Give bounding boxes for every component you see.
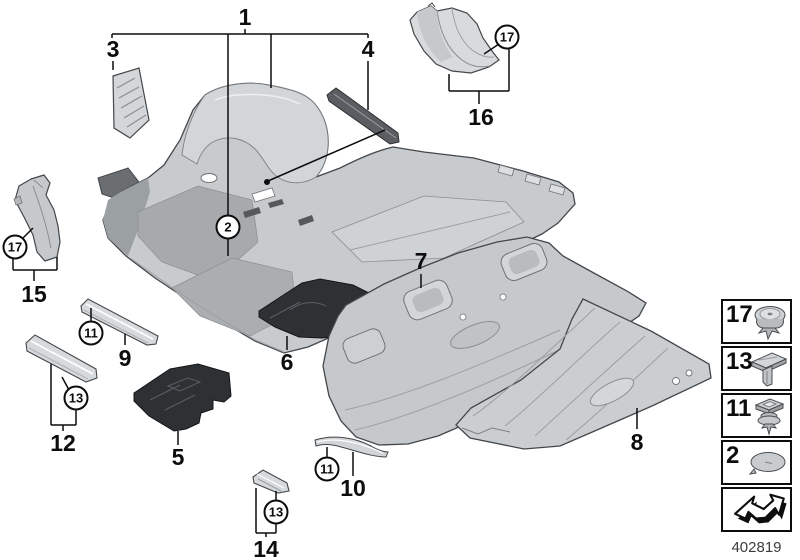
push-pin-clip-icon: [754, 306, 786, 341]
fastener-legend: 17 13 11: [721, 299, 792, 534]
callout-2-circled[interactable]: 2: [215, 214, 241, 240]
part-16-cowl-side-trim: [409, 2, 500, 74]
legend-label-2: 2: [726, 442, 740, 469]
expansion-rivet-icon: [750, 352, 788, 387]
part-9-entrance-strip: [80, 298, 159, 346]
callout-leader-lines: [12, 29, 638, 537]
attachment-point-dot: [264, 179, 270, 185]
legend-label-13: 13: [726, 348, 753, 375]
callout-11-circled-right[interactable]: 11: [314, 456, 340, 482]
callout-15[interactable]: 15: [21, 281, 47, 307]
callout-12[interactable]: 12: [50, 430, 76, 456]
part-14-entrance-cover: [252, 469, 290, 494]
legend-row-direction[interactable]: [721, 487, 792, 532]
direction-arrow-icon: [733, 493, 787, 523]
legend-row-13[interactable]: 13: [721, 346, 792, 391]
part-5-insulation-mat: [133, 363, 232, 432]
callout-3[interactable]: 3: [106, 36, 120, 62]
part-4-sill-strip: [326, 87, 400, 145]
callout-11-circled-left[interactable]: 11: [78, 320, 104, 346]
callout-7[interactable]: 7: [414, 248, 428, 274]
part-1-front-floor-covering: [102, 82, 576, 354]
part-3-footrest-trim: [112, 67, 150, 139]
legend-row-2[interactable]: 2: [721, 440, 792, 485]
part-7-rear-floor-covering: [322, 236, 647, 446]
legend-label-11: 11: [726, 395, 752, 422]
part-10-entrance-strip: [314, 436, 389, 458]
callout-10[interactable]: 10: [340, 475, 366, 501]
callout-13-circled-left[interactable]: 13: [63, 385, 89, 411]
callout-14[interactable]: 14: [253, 536, 279, 560]
callout-1[interactable]: 1: [238, 4, 252, 30]
clip-with-nut-icon: [754, 398, 785, 436]
part-8-underfloor-panel: [455, 298, 712, 450]
callout-8[interactable]: 8: [630, 429, 644, 455]
legend-row-17[interactable]: 17: [721, 299, 792, 344]
callout-13-circled-right[interactable]: 13: [263, 499, 289, 525]
callout-9[interactable]: 9: [118, 345, 132, 371]
callout-16[interactable]: 16: [468, 104, 494, 130]
callout-17-circled-right[interactable]: 17: [494, 24, 520, 50]
diagram-number: 402819: [731, 539, 782, 556]
legend-label-17: 17: [726, 301, 753, 328]
callout-6[interactable]: 6: [280, 349, 294, 375]
callout-17-circled-left[interactable]: 17: [2, 234, 28, 260]
cover-cap-icon: [748, 452, 786, 475]
part-12-entrance-strip: [25, 334, 98, 383]
callout-5[interactable]: 5: [171, 444, 185, 470]
callout-4[interactable]: 4: [361, 36, 375, 62]
legend-row-11[interactable]: 11: [721, 393, 792, 438]
part-15-a-pillar-trim: [13, 174, 61, 262]
